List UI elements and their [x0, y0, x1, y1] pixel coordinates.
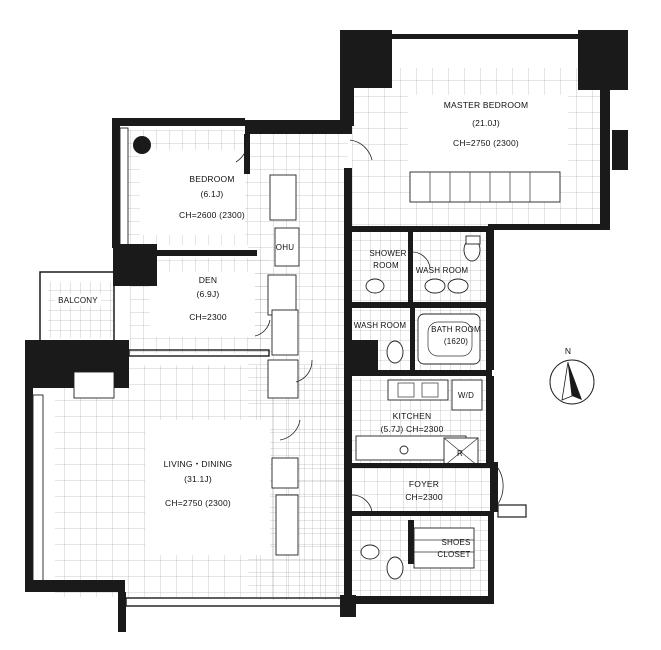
shower-room-line1: SHOWER	[369, 249, 406, 258]
balcony-name: BALCONY	[58, 296, 98, 305]
wd-label: W/D	[458, 391, 474, 400]
den-name: DEN	[199, 275, 218, 285]
walls	[25, 30, 628, 632]
bedroom-area: (6.1J)	[201, 189, 224, 199]
ohu-label: OHU	[276, 243, 294, 252]
kitchen-name: KITCHEN	[393, 411, 432, 421]
living-dining-ceiling: CH=2750 (2300)	[165, 498, 231, 508]
door-swings	[235, 137, 504, 513]
master-bedroom-area: (21.0J)	[472, 118, 500, 128]
foyer-ceiling: CH=2300	[405, 492, 443, 502]
room-labels: MASTER BEDROOM (21.0J) CH=2750 (2300) BE…	[55, 100, 528, 559]
wash-room-upper: WASH ROOM	[416, 266, 469, 275]
master-bedroom-name: MASTER BEDROOM	[444, 100, 529, 110]
kitchen-area-ceiling: (5.7J) CH=2300	[380, 424, 443, 434]
bedroom-ceiling: CH=2600 (2300)	[179, 210, 245, 220]
north-arrow-icon: N	[549, 346, 595, 405]
foyer-name: FOYER	[409, 479, 439, 489]
shoes-closet-line2: CLOSET	[437, 550, 470, 559]
living-dining-name: LIVING・DINING	[164, 459, 233, 469]
room-clear-areas	[140, 95, 568, 555]
shoes-closet-line1: SHOES	[441, 538, 470, 547]
master-bedroom-ceiling: CH=2750 (2300)	[453, 138, 519, 148]
bath-room-size: (1620)	[444, 337, 468, 346]
living-dining-area: (31.1J)	[184, 474, 212, 484]
den-area: (6.9J)	[197, 289, 220, 299]
north-label: N	[565, 346, 571, 356]
refrigerator-label: R	[457, 449, 463, 458]
wash-room-lower: WASH ROOM	[354, 321, 407, 330]
den-ceiling: CH=2300	[189, 312, 227, 322]
bath-room-name: BATH ROOM	[431, 325, 481, 334]
bedroom-name: BEDROOM	[189, 174, 234, 184]
shower-room-line2: ROOM	[373, 261, 399, 270]
